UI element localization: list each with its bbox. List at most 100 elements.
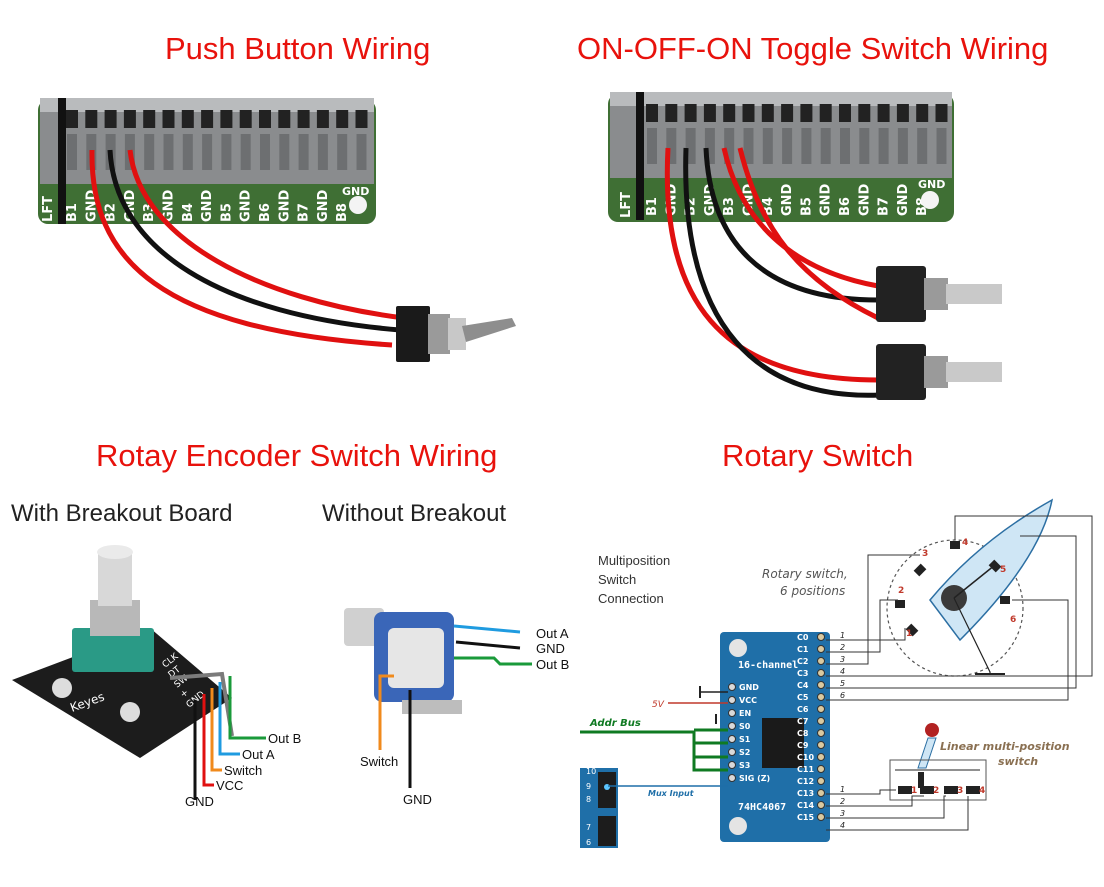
terminal-slot <box>67 134 77 170</box>
linear-contact <box>920 786 934 794</box>
terminal-pin-label: B8 <box>335 203 350 222</box>
linear-contact <box>898 786 912 794</box>
linear-wire-number: 4 <box>840 821 845 830</box>
mux-input-label: Mux Input <box>648 789 695 798</box>
terminal-pin-label: B3 <box>722 197 737 216</box>
linear-contact <box>966 786 980 794</box>
terminal-screw <box>916 104 929 122</box>
terminal-screw <box>316 110 329 128</box>
rotary-position-label: 1 <box>906 629 912 639</box>
mux-right-pin-label: C0 <box>797 633 809 642</box>
mux-right-pin-label: C11 <box>797 765 814 774</box>
mux-right-pin-label: C12 <box>797 777 814 786</box>
mux-left-pin-label: SIG (Z) <box>739 774 770 783</box>
terminal-slot <box>878 128 889 164</box>
mux-right-pin-label: C7 <box>797 717 808 726</box>
linear-knob <box>925 723 939 737</box>
terminal-pin-label: B6 <box>838 197 853 216</box>
mux-right-pin-label: C13 <box>797 789 814 798</box>
terminal-pin-label: GND <box>277 189 292 222</box>
mux-pin <box>728 722 736 730</box>
black-wire <box>107 149 401 333</box>
mux-left-pin-label: S2 <box>739 748 750 757</box>
terminal-screw <box>646 104 658 122</box>
terminal-pin-label: GND <box>239 189 254 222</box>
terminal-screw <box>355 110 368 128</box>
terminal-screw <box>742 104 755 122</box>
linear-wire-number: 1 <box>840 785 845 794</box>
mount-hole <box>120 702 140 722</box>
terminal-screw <box>239 110 252 128</box>
mux-right-pin-label: C8 <box>797 729 809 738</box>
gnd-label: GND <box>403 792 432 807</box>
rotary-position-label: 2 <box>898 586 904 596</box>
without-breakout-subtitle: Without Breakout <box>322 500 507 527</box>
terminal-pin-label: B1 <box>645 197 660 216</box>
toggle-switch-title: ON-OFF-ON Toggle Switch Wiring <box>577 31 1049 66</box>
switch-label: Switch <box>360 754 399 769</box>
rotary-switch-title: Rotary Switch <box>722 438 914 473</box>
terminal-slot <box>240 134 251 170</box>
rotary-label: 6 positions <box>780 584 845 598</box>
black-wire <box>683 147 881 398</box>
terminal-slot <box>704 128 715 164</box>
rotary-wire-number: 5 <box>840 679 845 688</box>
terminal-pin-label: GND <box>162 189 177 222</box>
mux-right-pin-label: C5 <box>797 693 809 702</box>
terminal-screw <box>723 104 736 122</box>
terminal-slot <box>202 134 213 170</box>
push-button-title: Push Button Wiring <box>165 31 431 66</box>
mux-pin <box>817 669 825 677</box>
red-wire <box>89 149 393 348</box>
mux-caption: Multiposition Switch Connection <box>598 551 670 608</box>
terminal-pin-label: GND <box>780 183 795 216</box>
terminal-screw <box>297 110 310 128</box>
rotary-wire-number: 6 <box>840 691 845 700</box>
mux-pin <box>817 777 825 785</box>
rotary-contact <box>950 541 960 549</box>
terminal-divider <box>636 92 644 220</box>
five-v-label: 5V <box>652 700 665 710</box>
terminal-slot <box>163 134 174 170</box>
linear-position-label: 1 <box>911 786 917 796</box>
terminal-screw <box>703 104 716 122</box>
terminal-pin-label: B7 <box>877 197 892 216</box>
terminal-slot <box>298 134 309 170</box>
terminal-screw <box>935 104 948 122</box>
terminal-slot <box>666 128 677 164</box>
terminal-screw <box>877 104 890 122</box>
gnd-wire <box>455 640 521 650</box>
out-a-wire <box>218 682 240 756</box>
terminal-slot <box>917 128 928 164</box>
terminal-slot <box>647 128 657 164</box>
out-b-wire <box>228 676 266 740</box>
linear-position-label: 4 <box>979 786 985 796</box>
mux-pin <box>817 705 825 713</box>
terminal-screw <box>104 110 117 128</box>
mux-right-pin-label: C2 <box>797 657 808 666</box>
terminal-screw <box>220 110 233 128</box>
terminal-slot <box>685 128 696 164</box>
mux-pin <box>728 748 736 756</box>
terminal-screw <box>896 104 909 122</box>
terminal-slot <box>144 134 155 170</box>
mux-ic <box>762 718 804 768</box>
gnd-label: GND <box>185 794 214 809</box>
terminal-pin-label: B2 <box>104 203 119 222</box>
linear-position-label: 2 <box>933 786 939 796</box>
header-pin-number: 6 <box>586 838 591 847</box>
terminal-slot <box>260 134 270 170</box>
mux-right-pin-label: C14 <box>797 801 814 810</box>
out-b-wire <box>454 656 532 666</box>
mount-hole <box>729 639 747 657</box>
terminal-screw <box>143 110 156 128</box>
mux-pin <box>817 801 825 809</box>
terminal-screw <box>181 110 194 128</box>
rotary-wire-number: 3 <box>840 655 845 664</box>
encoder-shaft <box>98 550 132 606</box>
black-wire <box>703 147 879 303</box>
mux-pin <box>728 709 736 717</box>
gnd-label: GND <box>536 641 565 656</box>
mux-pin <box>817 789 825 797</box>
header-pin-number: 10 <box>586 767 596 776</box>
